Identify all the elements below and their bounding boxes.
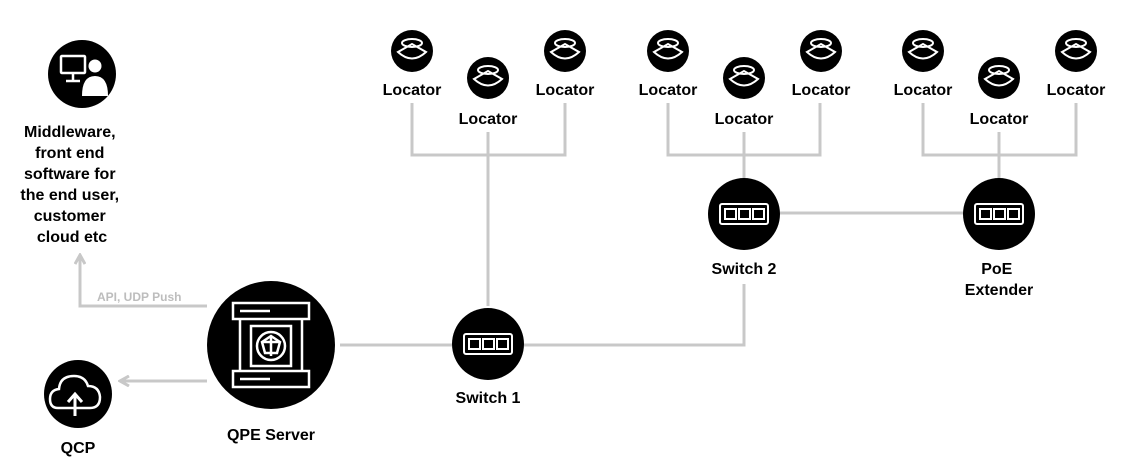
locator-node: Locator <box>383 30 442 99</box>
qcp-label: QCP <box>61 440 96 457</box>
locator-antenna-icon <box>805 38 837 60</box>
connection-lines <box>80 103 1078 381</box>
locator-label: Locator <box>792 82 851 99</box>
locator-node: Locator <box>459 57 518 128</box>
locator-node: Locator <box>792 30 851 99</box>
switch-1-node: Switch 1 <box>452 308 524 407</box>
locator-node: Locator <box>536 30 595 99</box>
switch-2-node: Switch 2 <box>708 178 780 278</box>
locator-antenna-icon <box>652 38 684 60</box>
poe-extender-label-line: Extender <box>965 282 1033 299</box>
middleware-node: Middleware, front end software for the e… <box>20 40 123 246</box>
locator-antenna-icon <box>396 38 428 60</box>
middleware-label: Middleware, front end software for the e… <box>20 124 123 246</box>
api-push-label: API, UDP Push <box>97 290 181 304</box>
locator-label: Locator <box>383 82 442 99</box>
middleware-label-line: software for <box>24 166 116 183</box>
locator-label: Locator <box>715 111 774 128</box>
locator-label: Locator <box>1047 82 1106 99</box>
locator-antenna-icon <box>472 65 504 87</box>
locator-node: Locator <box>1047 30 1106 99</box>
middleware-label-line: cloud etc <box>37 229 107 246</box>
locator-label: Locator <box>894 82 953 99</box>
switch-2-label: Switch 2 <box>712 261 777 278</box>
locator-antenna-icon <box>983 65 1015 87</box>
switch-1-label: Switch 1 <box>456 390 521 407</box>
locator-node: Locator <box>639 30 698 99</box>
middleware-label-line: front end <box>35 145 104 162</box>
locator-antenna-icon <box>549 38 581 60</box>
locator-antenna-icon <box>1060 38 1092 60</box>
server-rack-icon <box>231 301 311 389</box>
locator-node: Locator <box>715 57 774 128</box>
poe-extender-label: PoE Extender <box>965 261 1033 299</box>
locator-antenna-icon <box>907 38 939 60</box>
qcp-node: QCP <box>44 360 112 457</box>
network-switch-icon <box>719 203 769 225</box>
cloud-upload-icon <box>48 374 102 416</box>
locator-label: Locator <box>970 111 1029 128</box>
middleware-label-line: the end user, <box>20 187 119 204</box>
poe-extender-label-line: PoE <box>981 261 1012 278</box>
middleware-label-line: customer <box>34 208 106 225</box>
poe-extender-node: PoE Extender <box>963 178 1035 299</box>
computer-user-icon <box>59 54 108 96</box>
network-switch-icon <box>463 333 513 355</box>
locator-label: Locator <box>459 111 518 128</box>
locator-antenna-icon <box>728 65 760 87</box>
qpe-server-label: QPE Server <box>227 427 315 444</box>
locator-node: Locator <box>894 30 953 99</box>
locator-label: Locator <box>536 82 595 99</box>
locator-node: Locator <box>970 57 1029 128</box>
middleware-label-line: Middleware, <box>24 124 116 141</box>
qpe-server-node: QPE Server <box>207 281 335 444</box>
locator-label: Locator <box>639 82 698 99</box>
network-switch-icon <box>974 203 1024 225</box>
